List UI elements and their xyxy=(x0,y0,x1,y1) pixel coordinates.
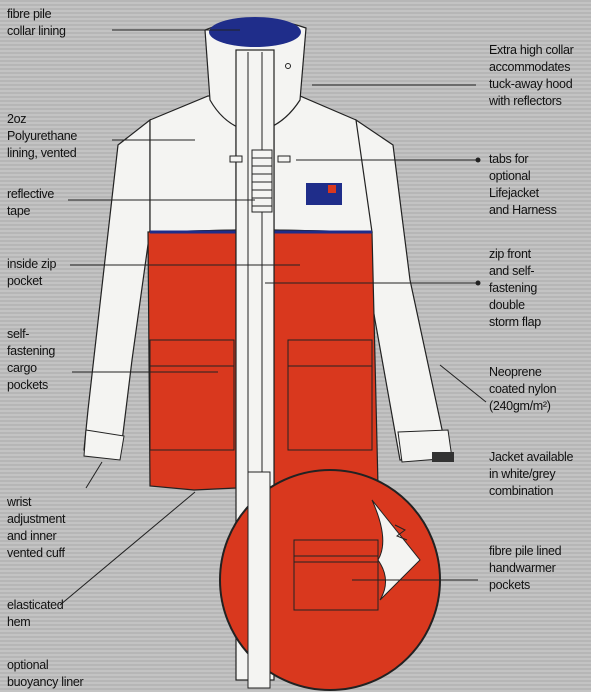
yoke-right xyxy=(274,96,372,232)
label-wrist-adjustment: wrist adjustment and inner vented cuff xyxy=(7,494,65,562)
label-inside-zip-pocket: inside zip pocket xyxy=(7,256,56,290)
label-reflective-tape: reflective tape xyxy=(7,186,54,220)
label-fibre-pile-collar: fibre pile collar lining xyxy=(7,6,66,40)
right-cuff-tab xyxy=(432,452,454,462)
label-cargo-pockets: self- fastening cargo pockets xyxy=(7,326,55,394)
reflective-tape xyxy=(252,150,272,212)
label-buoyancy-liner: optional buoyancy liner xyxy=(7,657,83,691)
label-handwarmer-pockets: fibre pile lined handwarmer pockets xyxy=(489,543,561,594)
musto-logo xyxy=(306,183,342,205)
label-elasticated-hem: elasticated hem xyxy=(7,597,63,631)
label-polyurethane-lining: 2oz Polyurethane lining, vented xyxy=(7,111,77,162)
label-tabs: tabs for optional Lifejacket and Harness xyxy=(489,151,557,219)
label-zip-front: zip front and self- fastening double sto… xyxy=(489,246,541,331)
label-neoprene: Neoprene coated nylon (240gm/m²) xyxy=(489,364,556,415)
left-sleeve xyxy=(84,120,150,458)
label-extra-high-collar: Extra high collar accommodates tuck-away… xyxy=(489,42,574,110)
collar-lining xyxy=(209,17,301,47)
label-white-grey: Jacket available in white/grey combinati… xyxy=(489,449,573,500)
